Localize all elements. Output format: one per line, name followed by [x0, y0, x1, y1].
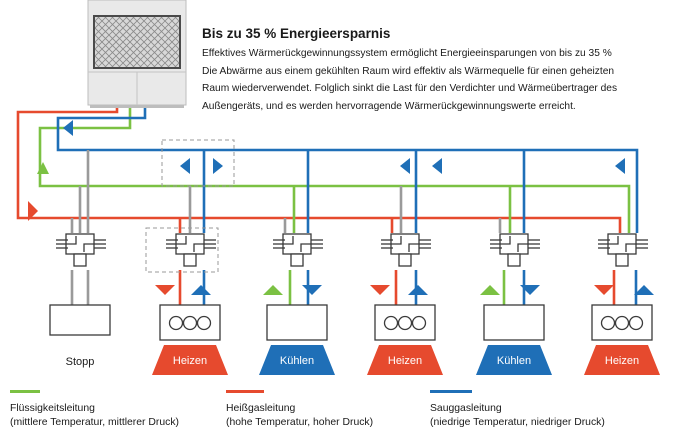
fan-circle-icon [600, 315, 616, 331]
suction-flow-arrow-box-right [213, 158, 223, 174]
description-line: Effektives Wärmerückgewinnungssystem erm… [202, 48, 612, 59]
legend-liquid: Flüssigkeitsleitung (mittlere Temperatur… [10, 402, 179, 430]
legend-suction-name: Sauggasleitung [430, 403, 502, 414]
legend-liquid-desc: (mittlere Temperatur, mittlerer Druck) [10, 417, 179, 428]
flow-arrows [28, 120, 625, 221]
mode-plate [476, 345, 552, 375]
fan-circle-icon [397, 315, 413, 331]
indoor-connection-lines [70, 270, 638, 305]
bs-box-valve [56, 233, 106, 267]
indoor-unit-heat: Heizen [367, 304, 443, 375]
legend-hotgas: Heißgasleitung (hohe Temperatur, hoher D… [226, 402, 373, 430]
indoor-unit-heat: Heizen [152, 304, 228, 375]
liquid-main-line [38, 108, 631, 233]
headline: Bis zu 35 % Energieersparnis [202, 26, 391, 41]
unit-mode-label: Kühlen [280, 355, 314, 367]
branch-selector-boxes [56, 233, 648, 267]
description-line: Raum wiederverwendet. Folglich sinkt die… [202, 83, 618, 94]
mode-plate [152, 345, 228, 375]
legend-bar-hotgas [226, 390, 264, 393]
fan-circle-icon [411, 315, 427, 331]
indoor-unit-stop: Stopp [49, 304, 111, 368]
hotgas-main-line [16, 108, 622, 233]
indoor-unit-casing [483, 304, 545, 341]
indoor-unit-cool: Kühlen [476, 304, 552, 375]
bs-box-valve [166, 233, 216, 267]
fan-circle-icon [614, 315, 630, 331]
fan-circle-icon [196, 315, 212, 331]
unit-mode-label: Heizen [388, 355, 422, 367]
legend-liquid-name: Flüssigkeitsleitung [10, 403, 95, 414]
fan-circle-icon [383, 315, 399, 331]
branch-lines [70, 150, 526, 233]
highlight-box-valve [145, 227, 219, 273]
unit-mode-label: Kühlen [497, 355, 531, 367]
unit-mode-label: Stopp [66, 356, 95, 368]
legend-bar-liquid [10, 390, 40, 393]
legend-hotgas-desc: (hohe Temperatur, hoher Druck) [226, 417, 374, 428]
unit-mode-label: Heizen [605, 355, 639, 367]
description-line: Außengeräts, und es werden hervorragende… [202, 100, 576, 112]
fan-circle-icon [168, 315, 184, 331]
legend-bars [10, 390, 472, 393]
legend-suction: Sauggasleitung (niedrige Temperatur, nie… [430, 402, 605, 430]
pipe-network [16, 108, 639, 233]
indoor-unit-cool: Kühlen [259, 304, 335, 375]
suction-flow-arrow-left [63, 120, 73, 136]
legend-hotgas-name: Heißgasleitung [226, 403, 296, 414]
fan-circle-icon [628, 315, 644, 331]
description: Effektives Wärmerückgewinnungssystem erm… [202, 45, 684, 115]
suction-main-line [56, 108, 639, 233]
description-line: Die Abwärme aus einem gekühlten Raum wir… [202, 65, 615, 77]
liquid-flow-arrow [37, 162, 49, 174]
highlight-box-top [161, 139, 235, 187]
indoor-unit-casing [266, 304, 328, 341]
hotgas-flow-arrow [28, 201, 38, 221]
legend-bar-suction [430, 390, 472, 393]
bs-box-valve [273, 233, 323, 267]
bs-box-valve [381, 233, 431, 267]
unit-flow-markers [155, 285, 654, 295]
mode-plate [259, 345, 335, 375]
unit-mode-label: Heizen [173, 355, 207, 367]
fan-circle-icon [182, 315, 198, 331]
outdoor-unit [87, 0, 187, 108]
suction-flow-arrow-right [615, 158, 625, 174]
mode-plate [584, 345, 660, 375]
suction-flow-arrow-mid2 [432, 158, 442, 174]
mode-plate [367, 345, 443, 375]
indoor-unit-heat: Heizen [584, 304, 660, 375]
suction-flow-arrow-mid [400, 158, 410, 174]
bs-box-valve [490, 233, 540, 267]
bs-box-valve [598, 233, 648, 267]
legend-suction-desc: (niedrige Temperatur, niedriger Druck) [430, 417, 605, 428]
indoor-units: Stopp Heizen Kühlen Heizen Kühlen Heizen [49, 304, 660, 375]
suction-flow-arrow-box-left [180, 158, 190, 174]
